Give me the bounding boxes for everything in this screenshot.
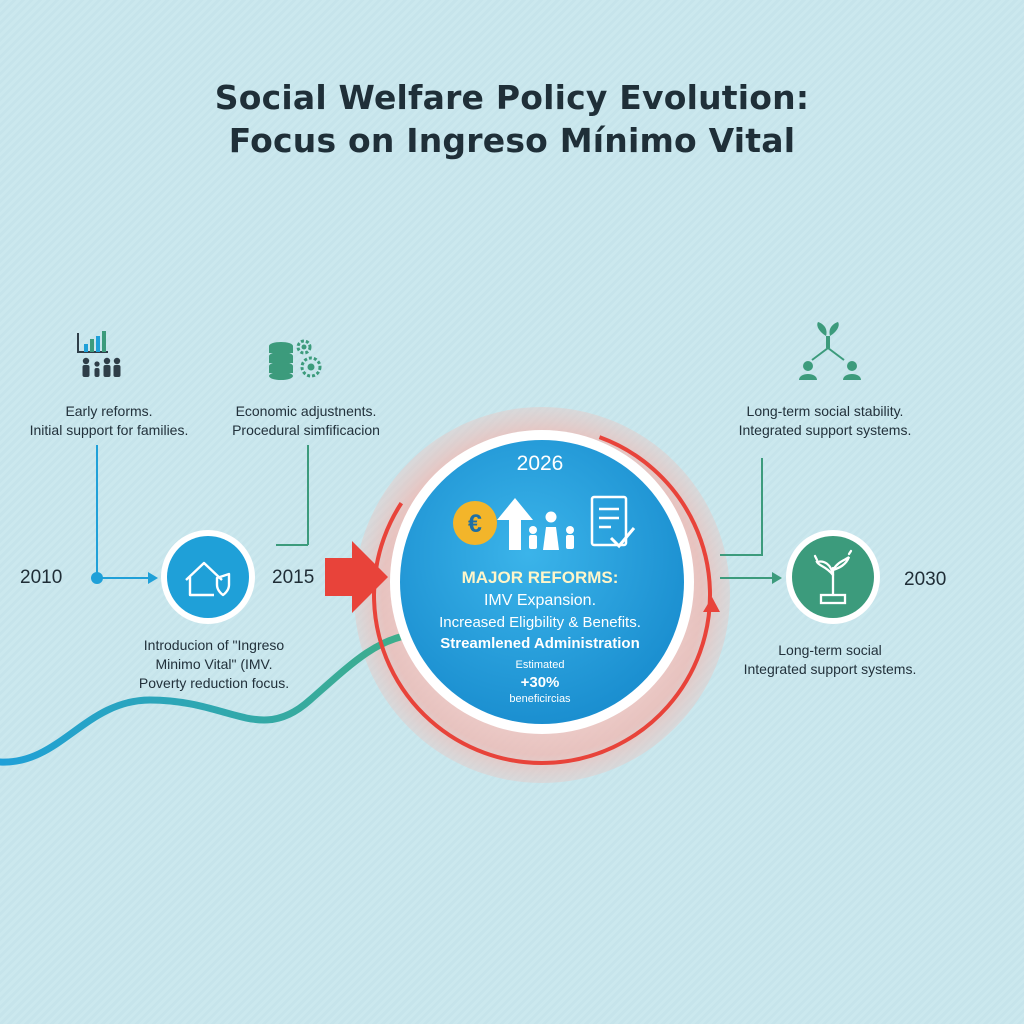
m2010-bottom-text: Introducion of "Ingreso Minimo Vital" (I…: [116, 636, 312, 693]
year-2026: 2026: [516, 452, 564, 475]
document-check-icon: [590, 495, 636, 549]
red-arrow-2015: [325, 541, 388, 613]
m2010-top-text: Early reforms. Initial support for famil…: [16, 402, 202, 440]
up-arrow-icon: [497, 498, 533, 550]
chart-family-icon: [77, 331, 121, 377]
m2015-top-line1: Economic adjustnents.: [235, 403, 377, 419]
plant-growth-icon: [813, 549, 853, 605]
year-2010: 2010: [20, 567, 63, 588]
m2026-estimate-label: Estimated: [515, 659, 565, 671]
m2026-line1: IMV Expansion.: [483, 592, 597, 609]
m2026-line2: Increased Eligbility & Benefits.: [439, 614, 641, 631]
family-icon: [529, 511, 574, 550]
red-orbit-ring: [372, 425, 712, 765]
m2010-top-line2: Initial support for families.: [29, 422, 189, 438]
year-2015: 2015: [272, 567, 315, 588]
m2026-estimate-unit: beneficircias: [509, 693, 571, 705]
connector-2010-dot: [91, 572, 103, 584]
year-2030: 2030: [904, 569, 947, 590]
m2026-heading: MAJOR REFORMS:: [461, 568, 619, 587]
m2010-bottom-line3: Poverty reduction focus.: [138, 675, 290, 691]
title-line-2: Focus on Ingreso Mínimo Vital: [228, 121, 796, 160]
m2030-top-line1: Long-term social stability.: [746, 403, 904, 419]
m2030-bottom-text: Long-term social Integrated support syst…: [726, 641, 934, 679]
connector-2030: [720, 458, 763, 556]
m2010-top-line1: Early reforms.: [65, 403, 153, 419]
connector-2010-arrowhead: [148, 572, 158, 584]
svg-text:€: €: [468, 510, 482, 538]
growth-network-icon: [799, 322, 861, 380]
database-gears-icon: [269, 339, 322, 380]
house-shield-icon: [185, 561, 231, 597]
m2030-top-text: Long-term social stability. Integrated s…: [722, 402, 928, 440]
m2026-line3: Streamlened Administration: [440, 635, 640, 652]
m2030-top-line2: Integrated support systems.: [738, 422, 912, 438]
m2030-bottom-line2: Integrated support systems.: [743, 661, 917, 677]
title-line-1: Social Welfare Policy Evolution:: [214, 78, 810, 117]
progress-wave: [0, 631, 414, 766]
connector-2030-arrowhead: [772, 572, 782, 584]
m2015-top-text: Economic adjustnents. Procedural simfifi…: [214, 402, 398, 440]
red-arc-arrowhead: [703, 597, 720, 612]
m2010-bottom-line1: Introducion of "Ingreso: [143, 637, 285, 653]
m2010-bottom-line2: Minimo Vital" (IMV.: [155, 656, 273, 672]
m2026-estimate-value: +30%: [520, 674, 560, 691]
m2030-bottom-line1: Long-term social: [778, 642, 882, 658]
euro-icon: €: [453, 501, 497, 545]
m2015-top-line2: Procedural simfificacion: [232, 422, 380, 438]
